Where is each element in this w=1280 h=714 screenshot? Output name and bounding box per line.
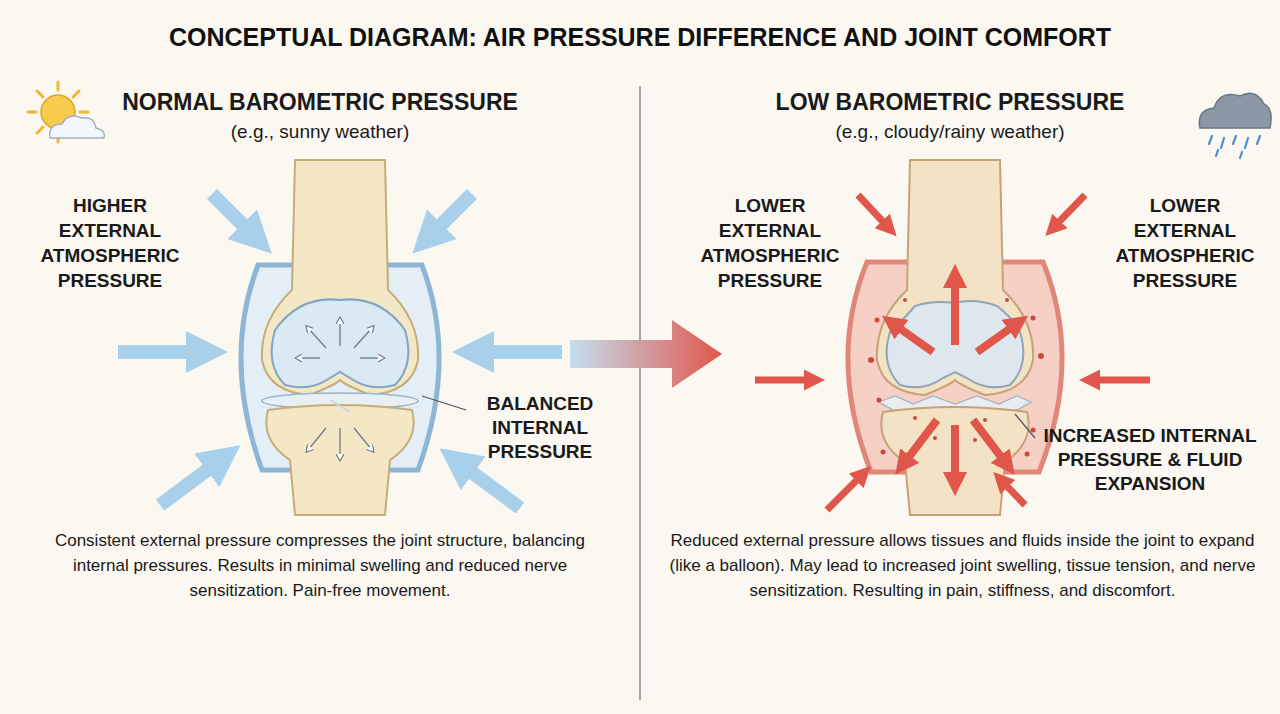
cartilage (272, 299, 409, 387)
pressure-label: HIGHER EXTERNAL ATMOSPHERIC PRESSURE (30, 193, 190, 293)
pressure-label: LOWER EXTERNAL ATMOSPHERIC PRESSURE (1105, 193, 1265, 293)
femur (262, 160, 418, 395)
panel-subheading: (e.g., cloudy/rainy weather) (730, 120, 1170, 144)
rain-drops (1209, 136, 1260, 158)
tibia (881, 407, 1028, 515)
ligament (330, 400, 350, 412)
tibia (266, 405, 413, 515)
pressure-label: INCREASED INTERNAL PRESSURE & FLUID EXPA… (1040, 424, 1260, 496)
pressure-label: LOWER EXTERNAL ATMOSPHERIC PRESSURE (690, 193, 850, 293)
divider-line (639, 86, 641, 700)
femur (877, 160, 1033, 395)
transition-arrow (570, 320, 722, 388)
panel-caption: Reduced external pressure allows tissues… (665, 528, 1260, 603)
sun-cloud-icon (28, 82, 104, 142)
small-cloud (50, 116, 105, 138)
diagram-title: CONCEPTUAL DIAGRAM: AIR PRESSURE DIFFERE… (20, 22, 1260, 52)
panel-heading: NORMAL BAROMETRIC PRESSURE (110, 88, 530, 116)
inner-arrows (298, 320, 382, 458)
leader-line (1015, 414, 1035, 438)
panel-heading: LOW BAROMETRIC PRESSURE (730, 88, 1170, 116)
panel-caption: Consistent external pressure compresses … (30, 528, 610, 603)
pressure-label: BALANCED INTERNAL PRESSURE (470, 392, 610, 464)
rain-cloud-icon (1199, 93, 1271, 158)
expansion-arrows (895, 280, 1015, 480)
rain-cloud (1199, 93, 1271, 128)
leader-line (422, 396, 466, 410)
panel-subheading: (e.g., sunny weather) (110, 120, 530, 144)
